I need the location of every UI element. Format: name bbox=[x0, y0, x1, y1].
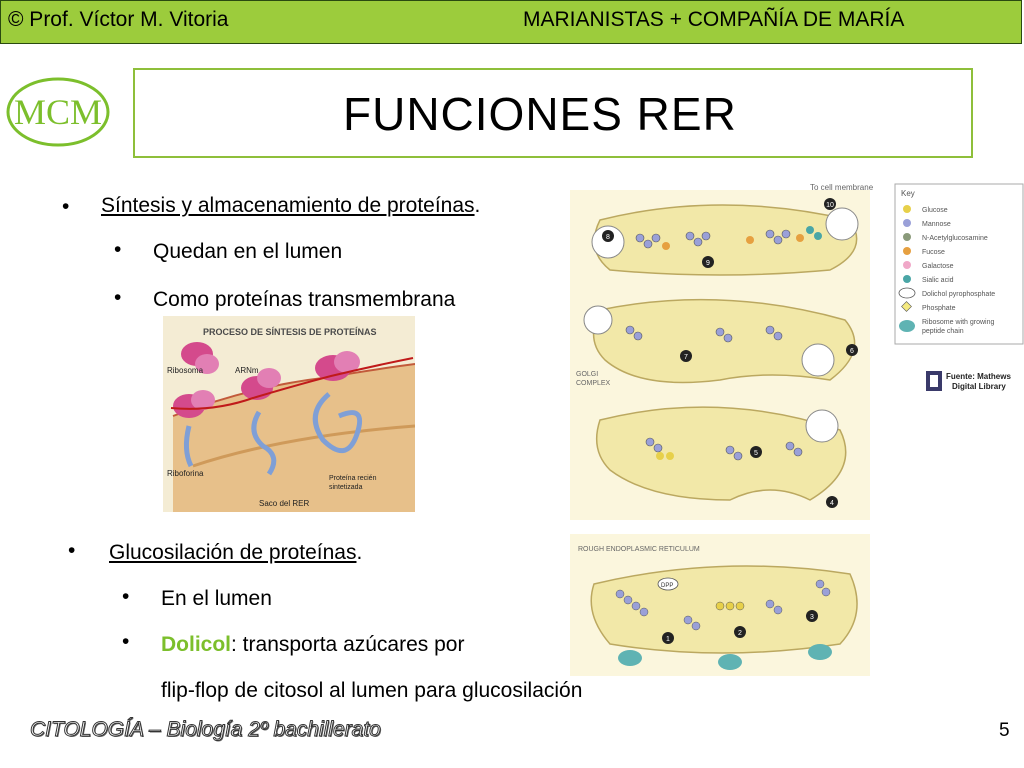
label-golgi-2: COMPLEX bbox=[576, 380, 611, 387]
step-number: 1 bbox=[666, 636, 670, 643]
label-dpp: DPP bbox=[661, 583, 673, 589]
key-item: Galactose bbox=[922, 263, 954, 270]
bullet-dot: • bbox=[68, 539, 76, 562]
mcm-logo: MCM bbox=[6, 77, 110, 147]
bullet-dot: • bbox=[114, 238, 122, 261]
key-item: peptide chain bbox=[922, 328, 964, 335]
logo-text: MCM bbox=[14, 92, 102, 132]
key-item: Sialic acid bbox=[922, 277, 954, 284]
step-number: 10 bbox=[826, 202, 834, 209]
key-item: Mannose bbox=[922, 221, 951, 228]
step-number: 4 bbox=[830, 500, 834, 507]
figure-key: Key Glucose Mannose N-Acetylglucosamine … bbox=[894, 183, 1024, 345]
rer-figure-title: ROUGH ENDOPLASMIC RETICULUM bbox=[578, 546, 700, 553]
source-badge: Fuente: Mathews Digital Library bbox=[926, 371, 1011, 391]
label-proteina-2: sintetizada bbox=[329, 484, 363, 491]
section2-item-dolicol: Dolicol: transporta azúcares por bbox=[161, 633, 464, 657]
title-box bbox=[133, 68, 973, 158]
section1-heading-suffix: . bbox=[474, 194, 481, 217]
source-text-2: Digital Library bbox=[952, 382, 1006, 391]
source-text-1: Fuente: Mathews bbox=[946, 372, 1011, 381]
step-number: 6 bbox=[850, 348, 854, 355]
step-number: 2 bbox=[738, 630, 742, 637]
dolicol-term: Dolicol bbox=[161, 633, 232, 656]
label-saco: Saco del RER bbox=[259, 499, 309, 508]
rer-glycosylation-figure: ROUGH ENDOPLASMIC RETICULUM DPP 1 2 3 bbox=[570, 534, 870, 676]
label-riboforina: Riboforina bbox=[167, 469, 204, 478]
step-number: 8 bbox=[606, 234, 610, 241]
header-author: © Prof. Víctor M. Vitoria bbox=[8, 8, 229, 31]
key-title: Key bbox=[901, 189, 915, 198]
step-number: 9 bbox=[706, 260, 710, 267]
section2-heading-text: Glucosilación de proteínas bbox=[109, 541, 357, 564]
bullet-dot: • bbox=[122, 585, 130, 608]
page-title: FUNCIONES RER bbox=[343, 88, 737, 140]
step-number: 5 bbox=[754, 450, 758, 457]
protein-synthesis-figure: PROCESO DE SÍNTESIS DE PROTEÍNAS Ribosom… bbox=[163, 316, 415, 512]
step-number: 7 bbox=[684, 354, 688, 361]
section1-item: Como proteínas transmembrana bbox=[153, 288, 456, 311]
section1-item: Quedan en el lumen bbox=[153, 240, 343, 263]
section2-heading-suffix: . bbox=[356, 541, 363, 564]
dolicol-description: : transporta azúcares por bbox=[231, 633, 465, 656]
key-item: N-Acetylglucosamine bbox=[922, 235, 988, 242]
header-institution: MARIANISTAS + COMPAÑÍA DE MARÍA bbox=[523, 8, 905, 31]
section1-heading-text: Síntesis y almacenamiento de proteínas bbox=[101, 194, 475, 217]
key-item: Phosphate bbox=[922, 305, 956, 312]
page-number: 5 bbox=[999, 720, 1010, 741]
section2-heading: Glucosilación de proteínas. bbox=[109, 541, 362, 565]
footer-course: CITOLOGÍA – Biología 2º bachillerato bbox=[30, 718, 382, 742]
protein-figure-title: PROCESO DE SÍNTESIS DE PROTEÍNAS bbox=[203, 327, 377, 337]
key-item: Dolichol pyrophosphate bbox=[922, 291, 995, 298]
label-arnm: ARNm bbox=[235, 366, 259, 375]
bullet-dot: • bbox=[114, 286, 122, 309]
label-golgi-1: GOLGI bbox=[576, 371, 598, 378]
header-bar bbox=[0, 0, 1022, 44]
label-to-cell-membrane: To cell membrane bbox=[810, 183, 874, 192]
step-number: 3 bbox=[810, 614, 814, 621]
bullet-dot: • bbox=[62, 195, 70, 218]
section2-continuation: flip-flop de citosol al lumen para gluco… bbox=[161, 679, 583, 702]
key-item: Ribosome with growing bbox=[922, 319, 994, 326]
golgi-glycosylation-figure: To cell membrane GOLGI COMPLEX 4 5 6 7 8… bbox=[570, 180, 1024, 530]
label-ribosoma: Ribosoma bbox=[167, 366, 204, 375]
key-item: Fucose bbox=[922, 249, 945, 256]
bullet-dot: • bbox=[122, 630, 130, 653]
label-proteina-1: Proteína recién bbox=[329, 475, 377, 482]
key-item: Glucose bbox=[922, 207, 948, 214]
section2-item: En el lumen bbox=[161, 587, 272, 610]
section1-heading: Síntesis y almacenamiento de proteínas. bbox=[101, 194, 480, 218]
